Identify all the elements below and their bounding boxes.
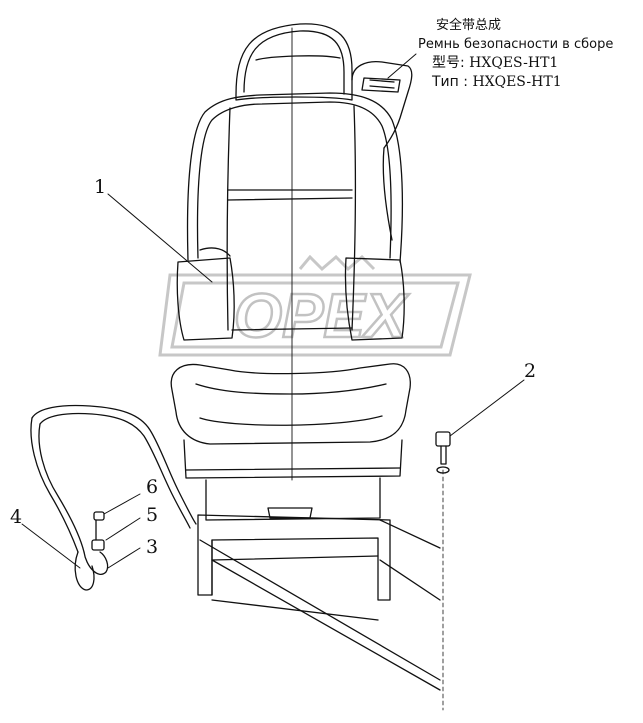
callout-4: 4 (10, 506, 23, 528)
model-ru-prefix: Тип : (432, 74, 468, 90)
model-cn: 型号: HXQES-HT1 (414, 54, 640, 73)
headrest (235, 23, 353, 101)
belt-buckle-assembly (30, 404, 197, 591)
title-ru: Ремнь безопасности в сборе (418, 37, 614, 52)
title-block: 安全带总成 Ремнь безопасности в сборе 型号: HXQ… (414, 16, 640, 92)
callout-2: 2 (524, 360, 537, 382)
callout-1: 1 (94, 176, 107, 198)
callout-5: 5 (146, 504, 159, 526)
watermark-text: OPEX (234, 282, 410, 351)
title-cn: 安全带总成 (436, 18, 502, 33)
model-code-2: HXQES-HT1 (472, 74, 562, 90)
callout-6: 6 (146, 476, 159, 498)
seat-base (197, 477, 441, 691)
model-cn-prefix: 型号: (432, 55, 465, 71)
callout-3: 3 (146, 536, 159, 558)
belt-retractor (351, 60, 413, 241)
leader-lines (21, 53, 525, 569)
model-code-1: HXQES-HT1 (469, 55, 559, 71)
seat-cushion (170, 363, 411, 479)
backrest (176, 27, 405, 481)
bolt-washer (435, 431, 451, 711)
model-ru: Тип : HXQES-HT1 (414, 73, 640, 92)
opex-watermark: OPEX (158, 255, 472, 357)
